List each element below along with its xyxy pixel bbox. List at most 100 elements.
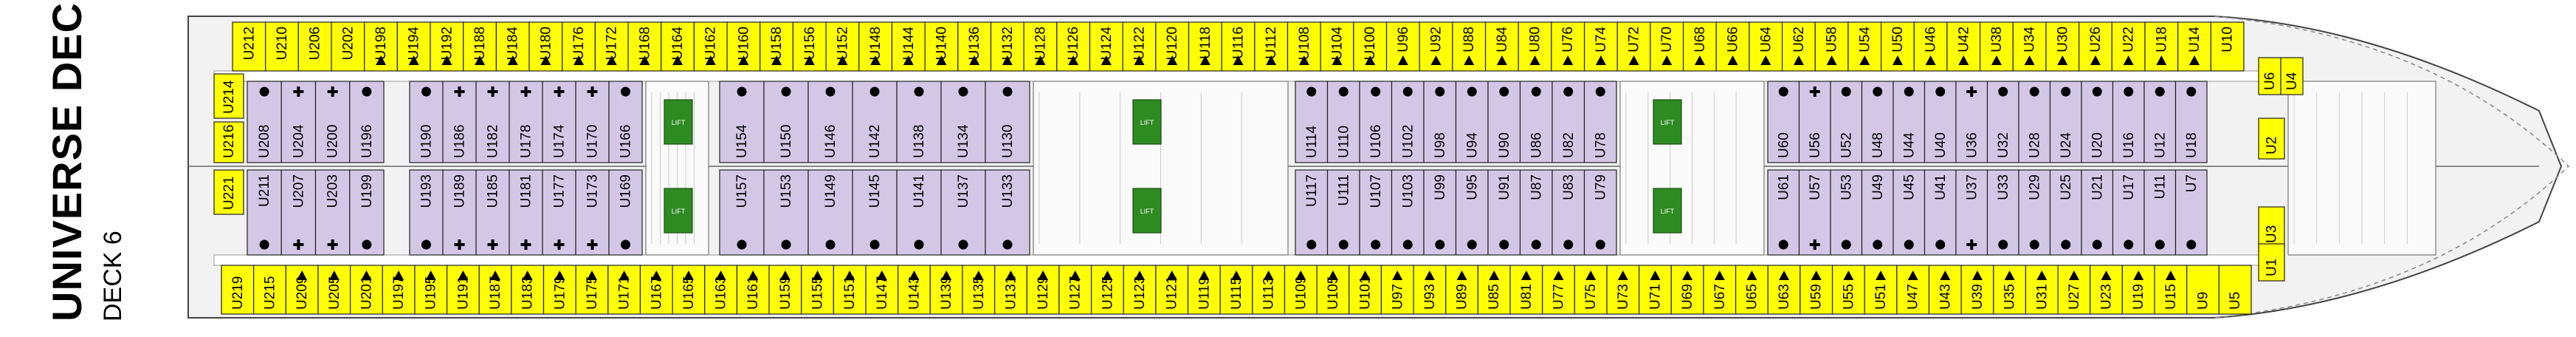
cabin-u35[interactable]: U35 [1993,265,2027,315]
cabin-u124[interactable]: U124 [1089,21,1123,72]
cabin-u221[interactable]: U221 [213,169,244,215]
cabin-u198[interactable]: U198 [364,21,398,72]
cabin-u3[interactable]: U3 [2258,206,2285,248]
cabin-u106[interactable]: U106 [1359,81,1393,163]
cabin-u71[interactable]: U71 [1639,265,1672,315]
cabin-u204[interactable]: U204 [280,81,317,163]
cabin-u196[interactable]: U196 [349,81,385,163]
cabin-u23[interactable]: U23 [2090,265,2123,315]
cabin-u18[interactable]: U18 [2144,21,2179,72]
cabin-u207[interactable]: U207 [280,169,317,256]
cabin-u18[interactable]: U18 [2174,81,2208,163]
cabin-u77[interactable]: U77 [1542,265,1575,315]
cabin-u205[interactable]: U205 [317,265,351,315]
cabin-u176[interactable]: U176 [562,21,596,72]
cabin-u122[interactable]: U122 [1122,21,1157,72]
cabin-u161[interactable]: U161 [736,265,770,315]
cabin-u90[interactable]: U90 [1487,81,1521,163]
cabin-u151[interactable]: U151 [833,265,867,315]
cabin-u191[interactable]: U191 [446,265,480,315]
cabin-u121[interactable]: U121 [1155,265,1189,315]
cabin-u134[interactable]: U134 [940,81,986,163]
cabin-u128[interactable]: U128 [1023,21,1058,72]
cabin-u7[interactable]: U7 [2174,169,2208,256]
cabin-u206[interactable]: U206 [297,21,332,72]
cabin-u147[interactable]: U147 [865,265,899,315]
cabin-u170[interactable]: U170 [575,81,610,163]
cabin-u82[interactable]: U82 [1552,81,1585,163]
cabin-u118[interactable]: U118 [1188,21,1222,72]
cabin-u11[interactable]: U11 [2143,169,2177,256]
cabin-u169[interactable]: U169 [608,169,643,256]
cabin-u33[interactable]: U33 [1986,169,2019,256]
cabin-u29[interactable]: U29 [2018,169,2051,256]
cabin-u114[interactable]: U114 [1295,81,1329,163]
cabin-u219[interactable]: U219 [221,265,255,315]
cabin-u26[interactable]: U26 [2079,21,2112,72]
cabin-u158[interactable]: U158 [760,21,794,72]
cabin-u194[interactable]: U194 [396,21,431,72]
cabin-u209[interactable]: U209 [285,265,319,315]
cabin-u19[interactable]: U19 [2121,265,2155,315]
cabin-u101[interactable]: U101 [1349,265,1382,315]
cabin-u10[interactable]: U10 [2210,21,2245,72]
cabin-u133[interactable]: U133 [985,169,1030,256]
cabin-u92[interactable]: U92 [1419,21,1453,72]
cabin-u104[interactable]: U104 [1320,21,1354,72]
cabin-u21[interactable]: U21 [2081,169,2114,256]
cabin-u179[interactable]: U179 [543,265,576,315]
cabin-u79[interactable]: U79 [1583,169,1617,256]
cabin-u57[interactable]: U57 [1798,169,1831,256]
cabin-u141[interactable]: U141 [896,169,942,256]
cabin-u136[interactable]: U136 [957,21,992,72]
cabin-u155[interactable]: U155 [801,265,834,315]
cabin-u165[interactable]: U165 [672,265,706,315]
cabin-u97[interactable]: U97 [1380,265,1414,315]
cabin-u135[interactable]: U135 [962,265,996,315]
cabin-u175[interactable]: U175 [575,265,609,315]
cabin-u42[interactable]: U42 [1946,21,1981,72]
cabin-u55[interactable]: U55 [1831,265,1865,315]
cabin-u183[interactable]: U183 [511,265,545,315]
cabin-u125[interactable]: U125 [1090,265,1124,315]
cabin-u181[interactable]: U181 [509,169,543,256]
cabin-u174[interactable]: U174 [542,81,576,163]
cabin-u100[interactable]: U100 [1353,21,1388,72]
cabin-u214[interactable]: U214 [213,73,244,119]
cabin-u25[interactable]: U25 [2049,169,2082,256]
cabin-u185[interactable]: U185 [475,169,510,256]
cabin-u81[interactable]: U81 [1509,265,1543,315]
cabin-u153[interactable]: U153 [763,169,809,256]
cabin-u72[interactable]: U72 [1616,21,1651,72]
cabin-u171[interactable]: U171 [607,265,641,315]
cabin-u200[interactable]: U200 [314,81,351,163]
cabin-u188[interactable]: U188 [463,21,497,72]
cabin-u56[interactable]: U56 [1798,81,1831,163]
cabin-u58[interactable]: U58 [1814,21,1849,72]
cabin-u162[interactable]: U162 [693,21,728,72]
cabin-u34[interactable]: U34 [2012,21,2047,72]
cabin-u156[interactable]: U156 [792,21,827,72]
cabin-u80[interactable]: U80 [1518,21,1552,72]
cabin-u144[interactable]: U144 [891,21,926,72]
cabin-u67[interactable]: U67 [1703,265,1737,315]
cabin-u45[interactable]: U45 [1893,169,1926,256]
cabin-u68[interactable]: U68 [1682,21,1717,72]
cabin-u113[interactable]: U113 [1252,265,1286,315]
cabin-u31[interactable]: U31 [2025,265,2059,315]
elevator[interactable]: LIFT [1132,188,1162,234]
cabin-u210[interactable]: U210 [265,21,299,72]
cabin-u1[interactable]: U1 [2258,243,2285,282]
cabin-u152[interactable]: U152 [825,21,860,72]
cabin-u44[interactable]: U44 [1893,81,1926,163]
cabin-u5[interactable]: U5 [2218,265,2252,315]
cabin-u120[interactable]: U120 [1155,21,1190,72]
cabin-u65[interactable]: U65 [1735,265,1769,315]
cabin-u40[interactable]: U40 [1924,81,1957,163]
cabin-u64[interactable]: U64 [1749,21,1783,72]
cabin-u96[interactable]: U96 [1385,21,1420,72]
cabin-u139[interactable]: U139 [929,265,963,315]
cabin-u30[interactable]: U30 [2045,21,2080,72]
cabin-u88[interactable]: U88 [1452,21,1487,72]
cabin-u187[interactable]: U187 [478,265,512,315]
